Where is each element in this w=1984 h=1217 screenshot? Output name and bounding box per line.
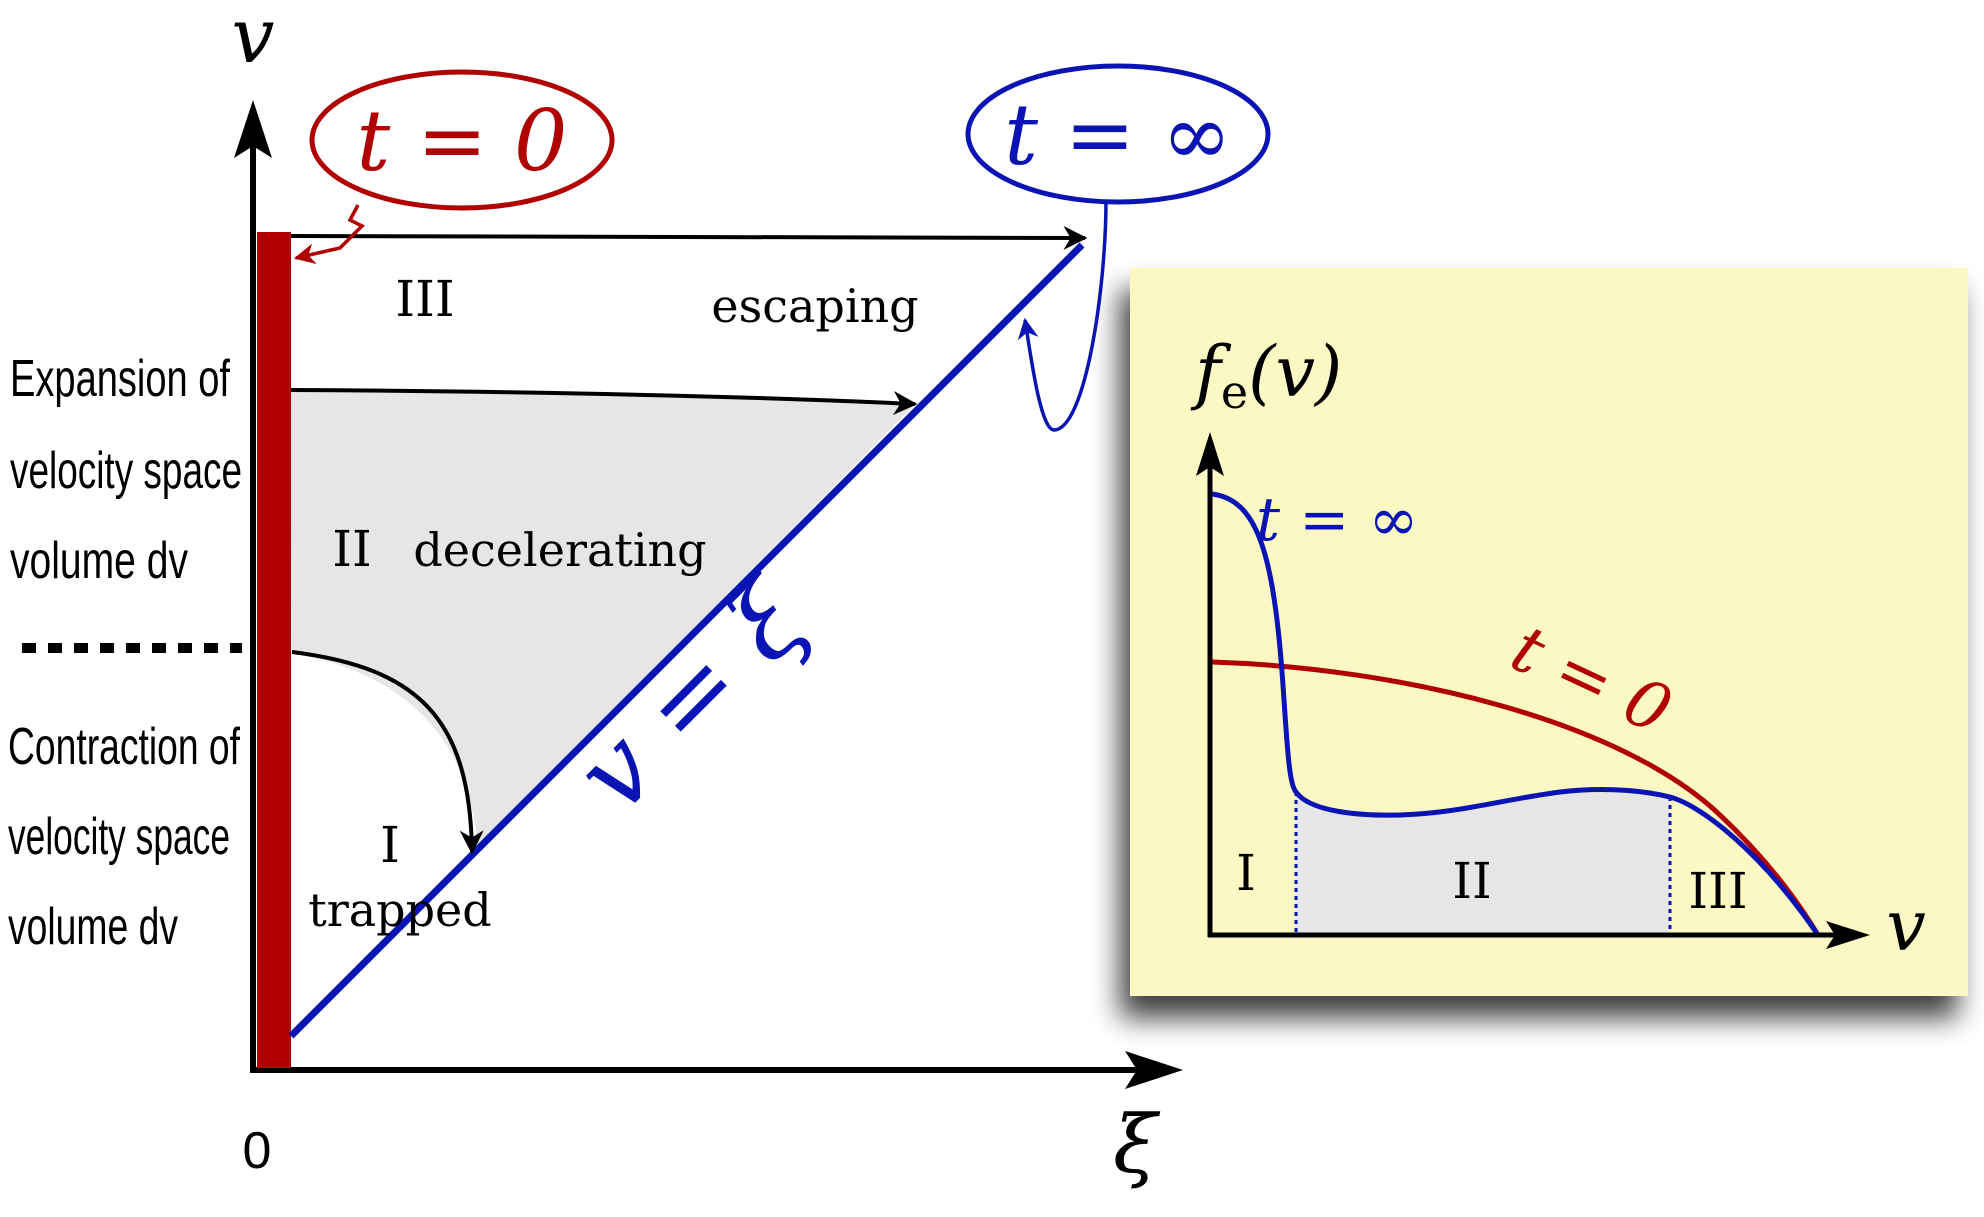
vertical-axis-label: v <box>232 0 275 80</box>
region-two-numeral: II <box>332 520 372 578</box>
region-one-description: trapped <box>308 883 491 937</box>
origin-label: 0 <box>243 1122 272 1180</box>
region-two-description: decelerating <box>413 523 706 577</box>
horizontal-axis-label: ξ <box>1113 1098 1161 1191</box>
initial-state-bar <box>257 232 291 1068</box>
escaping-trajectory-arrow <box>290 225 1088 250</box>
vertical-axis-arrowhead <box>234 100 272 158</box>
inset-region-two-fill <box>1296 789 1670 935</box>
final-time-label: t = ∞ <box>1004 86 1232 184</box>
contraction-text-line: volume dv <box>8 898 178 956</box>
expansion-text-line: volume dv <box>10 532 188 590</box>
diagonal-line <box>288 242 1085 1039</box>
region-three-numeral: III <box>395 270 454 328</box>
decelerating-trajectory-arrow <box>290 388 918 416</box>
contraction-text-line: velocity space <box>8 808 230 866</box>
expansion-text-line: Expansion of <box>10 350 230 408</box>
inset-final-curve <box>1211 491 1821 937</box>
expansion-text-line: velocity space <box>10 442 242 500</box>
region-three-description: escaping <box>711 279 918 333</box>
inset-final-curve-label: t = ∞ <box>1256 485 1419 555</box>
expansion-text-block: Expansion of velocity space volume dv <box>10 350 242 590</box>
initial-time-label: t = 0 <box>357 92 568 190</box>
inset-xlabel: v <box>1886 885 1926 967</box>
contraction-text-block: Contraction of velocity space volume dv <box>8 718 240 956</box>
initial-time-pointer <box>293 204 365 265</box>
horizontal-axis-arrowhead <box>1125 1051 1183 1089</box>
distribution-inset: fe(v) v t = ∞ t = 0 I II III <box>1130 268 1968 996</box>
contraction-text-line: Contraction of <box>8 718 240 776</box>
initial-time-bubble <box>309 69 615 211</box>
inset-horizontal-arrowhead <box>1826 921 1870 949</box>
trapped-trajectory-arrow <box>291 650 484 855</box>
inset-vertical-arrowhead <box>1196 432 1224 476</box>
inset-region-three-label: III <box>1688 862 1747 920</box>
inset-initial-curve <box>1211 659 1821 937</box>
inset-region-one-label: I <box>1236 844 1256 902</box>
final-time-bubble <box>965 63 1271 205</box>
inset-ylabel: fe(v) <box>1190 331 1342 419</box>
final-time-pointer <box>1017 199 1108 432</box>
inset-region-two-label: II <box>1452 852 1492 910</box>
region-one-numeral: I <box>380 816 400 874</box>
